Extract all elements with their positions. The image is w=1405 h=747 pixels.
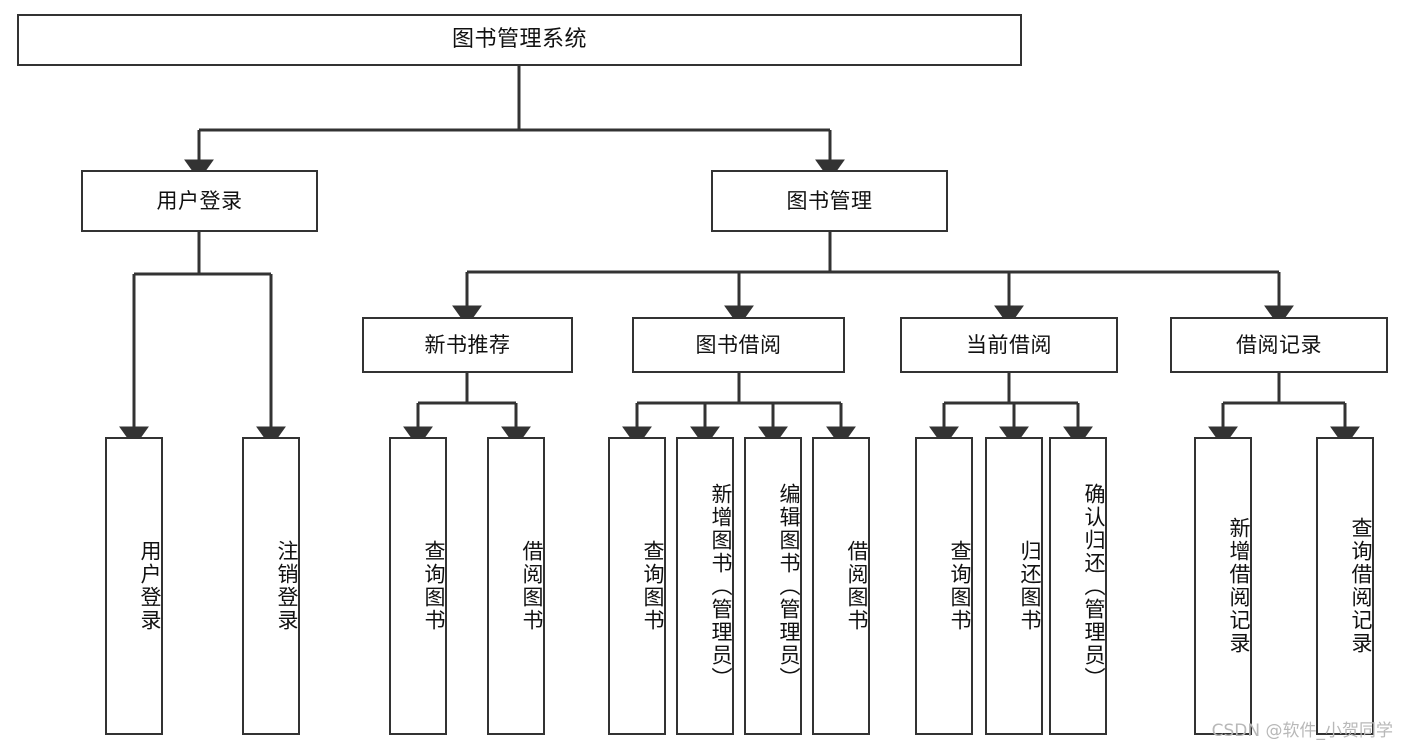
node-leaf-edit-book[interactable]: 编辑图书（管理员） <box>744 437 802 735</box>
node-leaf-logout-login-label: 注销登录 <box>275 540 299 632</box>
node-leaf-add-book-label: 新增图书（管理员） <box>709 482 733 690</box>
node-book-management-label: 图书管理 <box>786 188 873 213</box>
node-leaf-return-book[interactable]: 归还图书 <box>985 437 1043 735</box>
node-new-book-recommend-label: 新书推荐 <box>424 332 511 357</box>
node-root-label: 图书管理系统 <box>451 27 587 53</box>
node-leaf-add-book[interactable]: 新增图书（管理员） <box>676 437 734 735</box>
node-leaf-query-record-label: 查询借阅记录 <box>1349 517 1373 655</box>
node-new-book-recommend[interactable]: 新书推荐 <box>362 317 573 373</box>
node-leaf-borrow-book-1-label: 借阅图书 <box>520 540 544 632</box>
node-leaf-query-book-2-label: 查询图书 <box>641 540 665 632</box>
node-leaf-confirm-return[interactable]: 确认归还（管理员） <box>1049 437 1107 735</box>
node-leaf-edit-book-label: 编辑图书（管理员） <box>777 482 801 690</box>
node-leaf-user-login-label: 用户登录 <box>138 540 162 632</box>
node-book-borrow[interactable]: 图书借阅 <box>632 317 845 373</box>
node-leaf-add-record-label: 新增借阅记录 <box>1227 517 1251 655</box>
node-leaf-query-book-2[interactable]: 查询图书 <box>608 437 666 735</box>
node-leaf-user-login[interactable]: 用户登录 <box>105 437 163 735</box>
node-leaf-query-book-3-label: 查询图书 <box>948 540 972 632</box>
node-user-login-label: 用户登录 <box>156 188 243 213</box>
node-leaf-borrow-book-2-label: 借阅图书 <box>845 540 869 632</box>
node-leaf-query-book-1[interactable]: 查询图书 <box>389 437 447 735</box>
node-leaf-query-book-3[interactable]: 查询图书 <box>915 437 973 735</box>
node-leaf-borrow-book-1[interactable]: 借阅图书 <box>487 437 545 735</box>
csdn-watermark: CSDN @软件_小贺同学 <box>1211 721 1393 741</box>
node-leaf-return-book-label: 归还图书 <box>1018 540 1042 632</box>
node-user-login[interactable]: 用户登录 <box>81 170 318 232</box>
node-current-borrow-label: 当前借阅 <box>966 332 1052 357</box>
node-current-borrow[interactable]: 当前借阅 <box>900 317 1118 373</box>
node-leaf-borrow-book-2[interactable]: 借阅图书 <box>812 437 870 735</box>
node-leaf-add-record[interactable]: 新增借阅记录 <box>1194 437 1252 735</box>
node-borrow-record-label: 借阅记录 <box>1236 332 1322 357</box>
node-book-management[interactable]: 图书管理 <box>711 170 948 232</box>
node-root[interactable]: 图书管理系统 <box>17 14 1022 66</box>
node-leaf-logout-login[interactable]: 注销登录 <box>242 437 300 735</box>
node-book-borrow-label: 图书借阅 <box>695 332 782 357</box>
node-leaf-confirm-return-label: 确认归还（管理员） <box>1082 482 1106 690</box>
node-leaf-query-book-1-label: 查询图书 <box>422 540 446 632</box>
node-leaf-query-record[interactable]: 查询借阅记录 <box>1316 437 1374 735</box>
node-borrow-record[interactable]: 借阅记录 <box>1170 317 1388 373</box>
